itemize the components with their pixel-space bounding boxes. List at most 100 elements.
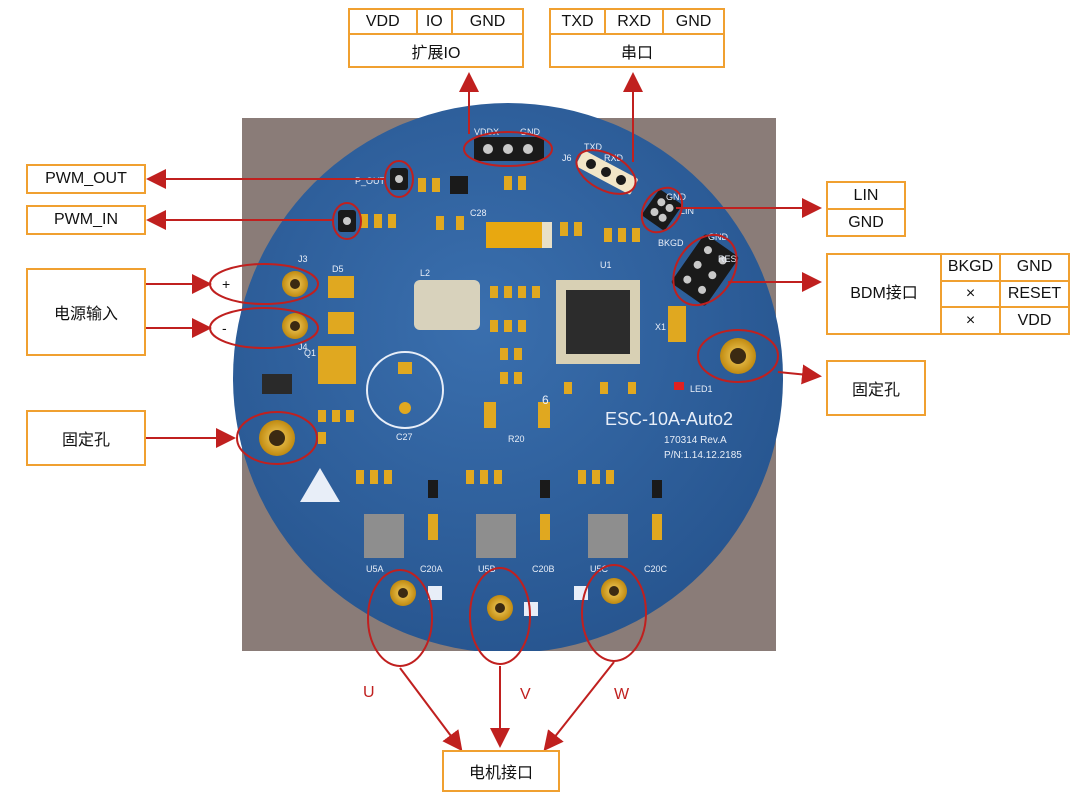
phase-label-v: V bbox=[520, 686, 531, 703]
led1 bbox=[674, 382, 684, 390]
power-input-box: 电源输入 bbox=[26, 268, 146, 356]
ext-io-col-gnd: GND bbox=[451, 7, 524, 36]
silk-u5b: U5B bbox=[478, 564, 496, 574]
lin-connector bbox=[642, 190, 682, 230]
lin-gnd-label: GND bbox=[826, 208, 906, 237]
silk-res: RES bbox=[718, 254, 737, 264]
silk-c20b: C20B bbox=[532, 564, 555, 574]
highlight-lin bbox=[640, 186, 684, 234]
power-pad-plus: J3 bbox=[282, 254, 308, 297]
ext-io-label: 扩展IO bbox=[348, 33, 524, 68]
arrow-mount-right bbox=[777, 364, 822, 385]
silk-c28: C28 bbox=[470, 208, 487, 218]
q1-transistor bbox=[318, 346, 356, 384]
silk-p-out: P_OUT bbox=[355, 176, 386, 186]
silk-gnd-lin: GND bbox=[666, 192, 687, 202]
mount-hole-left bbox=[259, 420, 295, 456]
silk-j3: J3 bbox=[298, 254, 308, 264]
silk-gnd-bdm: GND bbox=[708, 232, 729, 242]
bdm-r0-c0: BKGD bbox=[940, 253, 1001, 282]
serial-col-rxd: RXD bbox=[604, 7, 665, 36]
silk-u5a: U5A bbox=[366, 564, 384, 574]
bdm-r0-c1: GND bbox=[999, 253, 1070, 282]
silk-six: 6 bbox=[542, 393, 549, 407]
mount-hole-left-box: 固定孔 bbox=[26, 410, 146, 466]
silk-vddx: VDDX bbox=[474, 127, 499, 137]
highlight-mount-left bbox=[236, 411, 318, 465]
silk-lin: LIN bbox=[680, 206, 694, 216]
board-name: ESC-10A-Auto2 bbox=[605, 409, 733, 429]
serial-table: TXD RXD GND 串口 bbox=[548, 7, 725, 68]
bdm-r2-c0: × bbox=[940, 306, 1001, 335]
highlight-u bbox=[367, 569, 433, 667]
bdm-r1-c1: RESET bbox=[999, 279, 1070, 309]
pwm-out-box: PWM_OUT bbox=[26, 164, 146, 194]
ext-io-col-vdd: VDD bbox=[348, 7, 418, 36]
highlight-mount-right bbox=[697, 329, 779, 383]
ext-io-table: VDD IO GND 扩展IO bbox=[348, 7, 524, 68]
mount-hole-right-box: 固定孔 bbox=[826, 360, 926, 416]
silk-bkgd: BKGD bbox=[658, 238, 684, 248]
silk-rxd: RXD bbox=[604, 153, 624, 163]
lin-table: LIN GND bbox=[826, 181, 906, 237]
serial-col-gnd: GND bbox=[662, 7, 725, 36]
bdm-table: BDM接口 BKGD GND × RESET × VDD bbox=[826, 253, 1070, 335]
silk-c27: C27 bbox=[396, 432, 413, 442]
d5-pad2 bbox=[328, 312, 354, 334]
serial-label: 串口 bbox=[549, 33, 725, 68]
minus-sign: - bbox=[222, 320, 227, 336]
bdm-label: BDM接口 bbox=[826, 253, 942, 335]
silk-l2: L2 bbox=[420, 268, 430, 278]
silk-c20c: C20C bbox=[644, 564, 668, 574]
l2-inductor bbox=[414, 280, 480, 330]
lin-label: LIN bbox=[826, 181, 906, 210]
silk-d5: D5 bbox=[332, 264, 344, 274]
phase-pad-u bbox=[390, 580, 442, 606]
motor-interface-box: 电机接口 bbox=[442, 750, 560, 792]
silk-j4: J4 bbox=[298, 342, 308, 352]
board-rev: 170314 Rev.A bbox=[664, 435, 727, 446]
d5-pad bbox=[328, 276, 354, 298]
pwm-out-connector: P_OUT bbox=[355, 168, 408, 190]
pwm-in-box: PWM_IN bbox=[26, 205, 146, 235]
smd-components bbox=[318, 176, 662, 498]
mosfet-u5b: U5B C20B bbox=[476, 514, 555, 574]
c27-outline bbox=[366, 351, 444, 429]
power-pad-minus: J4 bbox=[282, 313, 308, 352]
silk-j6: J6 bbox=[562, 153, 572, 163]
silk-gnd-top: GND bbox=[520, 127, 541, 137]
silk-txd: TXD bbox=[584, 142, 603, 152]
arrow-u bbox=[399, 667, 463, 752]
plus-sign: + bbox=[222, 276, 231, 292]
esd-warning-icon bbox=[300, 468, 340, 502]
highlight-ext-io bbox=[463, 131, 553, 167]
phase-label-u: U bbox=[363, 684, 375, 701]
ext-io-col-io: IO bbox=[415, 7, 454, 36]
board-pn: P/N:1.14.12.2185 bbox=[664, 450, 742, 461]
x1-crystal bbox=[668, 306, 686, 342]
silk-q1: Q1 bbox=[304, 348, 316, 358]
ext-io-header: VDDX GND bbox=[474, 127, 544, 161]
phase-pad-w bbox=[574, 578, 627, 604]
arrow-w bbox=[543, 661, 615, 752]
mount-hole-right bbox=[720, 338, 756, 374]
phase-label-w: W bbox=[614, 686, 630, 703]
highlight-v bbox=[469, 567, 531, 665]
silk-c20a: C20A bbox=[420, 564, 443, 574]
silk-u1: U1 bbox=[600, 260, 612, 270]
serial-header bbox=[575, 150, 638, 195]
silk-r20: R20 bbox=[508, 434, 525, 444]
highlight-serial bbox=[575, 149, 637, 195]
mcu-u1: U1 bbox=[556, 260, 640, 364]
bdm-r1-c0: × bbox=[940, 279, 1001, 309]
callout-arrows bbox=[146, 72, 822, 752]
serial-col-txd: TXD bbox=[548, 7, 607, 36]
pwm-in-connector bbox=[338, 210, 356, 232]
highlight-w bbox=[581, 564, 647, 662]
highlight-bdm bbox=[672, 233, 738, 307]
silk-led1: LED1 bbox=[690, 384, 713, 394]
phase-pad-v bbox=[487, 595, 538, 621]
bdm-r2-c1: VDD bbox=[999, 306, 1070, 335]
mosfet-u5a: U5A C20A bbox=[364, 514, 443, 574]
